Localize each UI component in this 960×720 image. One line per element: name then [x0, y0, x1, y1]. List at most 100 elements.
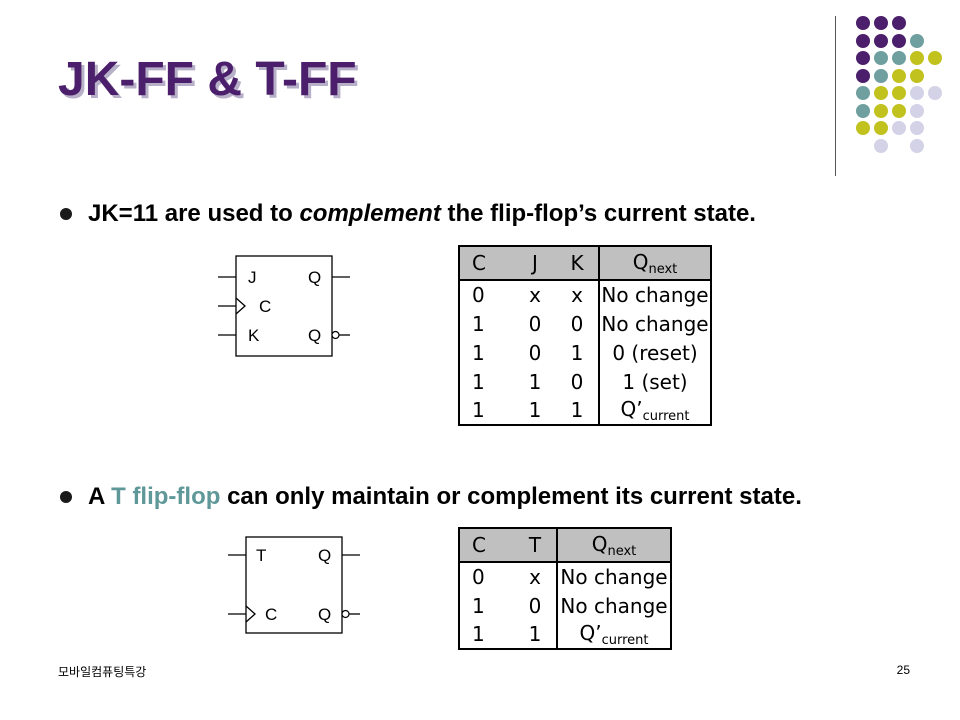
decor-dot	[892, 104, 906, 118]
decor-dot	[928, 86, 942, 100]
decor-dot	[856, 69, 870, 83]
jk-ff-body	[235, 255, 333, 357]
cell: 1	[472, 398, 485, 422]
q-prime: Q’	[620, 396, 643, 421]
t-pin-qn: Q	[318, 605, 331, 624]
decor-dot	[856, 51, 870, 65]
decor-dot	[856, 104, 870, 118]
bullet-dot-icon	[60, 208, 72, 220]
bullet2-highlight: T flip-flop	[111, 483, 221, 510]
decor-dot	[874, 69, 888, 83]
t-truth-table: C T Qnext 0 x No change 1 0 No change 1 …	[458, 527, 672, 650]
decor-dot	[910, 139, 924, 153]
jk-pin-qn: Q	[308, 326, 321, 345]
bullet-jk-complement: JK=11 are used to complement the flip-fl…	[60, 200, 918, 227]
current-sub: current	[642, 408, 690, 424]
cell: x	[529, 565, 541, 589]
decor-dot	[910, 69, 924, 83]
cell: 1	[472, 340, 485, 365]
bullet1-text-after: the flip-flop’s current state.	[440, 200, 756, 227]
decor-dot	[892, 34, 906, 48]
jk-pin-c: C	[259, 297, 271, 316]
cell: 1	[528, 369, 542, 394]
decor-dot	[910, 121, 924, 135]
bullet1-emphasis: complement	[299, 200, 441, 227]
cell: 1	[528, 622, 542, 646]
footer-course-title: 모바일컴퓨팅특강	[58, 665, 147, 679]
q-prime: Q’	[579, 620, 602, 645]
cell: 0 (reset)	[598, 338, 711, 367]
cell: 0	[570, 311, 584, 336]
header-q: Q	[591, 531, 608, 556]
bullet-dot-icon	[60, 491, 72, 503]
decor-dot	[910, 51, 924, 65]
table-row: 1 1 0 1 (set)	[459, 367, 711, 396]
header-q-next: Qnext	[556, 528, 671, 562]
t-pin-c: C	[265, 605, 277, 624]
bullet2-text-after: can only maintain or complement its curr…	[220, 483, 802, 510]
decor-dot	[856, 16, 870, 30]
decor-dot	[874, 51, 888, 65]
t-pin-q: Q	[318, 546, 331, 565]
decor-dot	[856, 34, 870, 48]
cell: No change	[598, 280, 711, 309]
jk-pin-j: J	[248, 268, 257, 287]
header-q: Q	[632, 249, 649, 274]
bullet1-text-before: JK=11 are used to	[88, 200, 300, 227]
table-row: 1 1 1 Q’current	[459, 396, 711, 425]
decor-dot	[892, 69, 906, 83]
header-next-sub: next	[648, 261, 678, 277]
decor-dot	[892, 121, 906, 135]
decor-dot	[874, 34, 888, 48]
slide-title: JK-FF & T-FF	[58, 53, 357, 106]
decor-dot	[892, 51, 906, 65]
table-row: 0 x No change	[459, 562, 671, 591]
decor-dot	[856, 121, 870, 135]
t-flipflop-symbol: T C Q Q	[228, 536, 360, 634]
cell: x	[571, 283, 583, 307]
cell: No change	[598, 309, 711, 338]
cell: 0	[472, 283, 485, 307]
table-row: 1 0 0 No change	[459, 309, 711, 338]
table-header-row: C J K Qnext	[459, 246, 711, 280]
header-j: J	[532, 251, 538, 275]
decor-dot	[856, 86, 870, 100]
cell: 1	[570, 398, 584, 422]
decor-dot	[874, 16, 888, 30]
table-row: 1 1 Q’current	[459, 620, 671, 649]
header-c: C	[472, 251, 486, 275]
table-header-row: C T Qnext	[459, 528, 671, 562]
cell: 0	[570, 369, 584, 394]
table-row: 1 0 1 0 (reset)	[459, 338, 711, 367]
t-ff-body	[245, 536, 343, 634]
cell: 1	[472, 622, 485, 646]
decor-dot	[892, 16, 906, 30]
decor-dot	[910, 104, 924, 118]
cell: 1	[472, 369, 485, 394]
cell: 1	[472, 593, 485, 618]
vertical-divider	[835, 16, 836, 176]
cell: x	[529, 283, 541, 307]
header-next-sub: next	[607, 543, 637, 559]
jk-pin-q: Q	[308, 268, 321, 287]
decor-dot	[874, 104, 888, 118]
table-row: 0 x x No change	[459, 280, 711, 309]
jk-pin-k: K	[248, 326, 260, 345]
header-c: C	[472, 533, 486, 557]
cell: 1	[528, 398, 542, 422]
cell: No change	[556, 591, 671, 620]
cell: 0	[472, 565, 485, 589]
cell: No change	[556, 562, 671, 591]
jk-inverter-bubble	[331, 330, 340, 340]
cell: 1	[570, 340, 584, 365]
cell: 1 (set)	[598, 367, 711, 396]
clock-triangle-icon	[235, 297, 246, 315]
t-inverter-bubble	[341, 609, 350, 619]
header-q-next: Qnext	[598, 246, 711, 280]
clock-triangle-icon	[245, 605, 256, 623]
current-sub: current	[601, 632, 649, 648]
decor-dot	[874, 139, 888, 153]
header-k: K	[570, 251, 584, 275]
bullet-t-flipflop: A T flip-flop can only maintain or compl…	[60, 483, 908, 510]
